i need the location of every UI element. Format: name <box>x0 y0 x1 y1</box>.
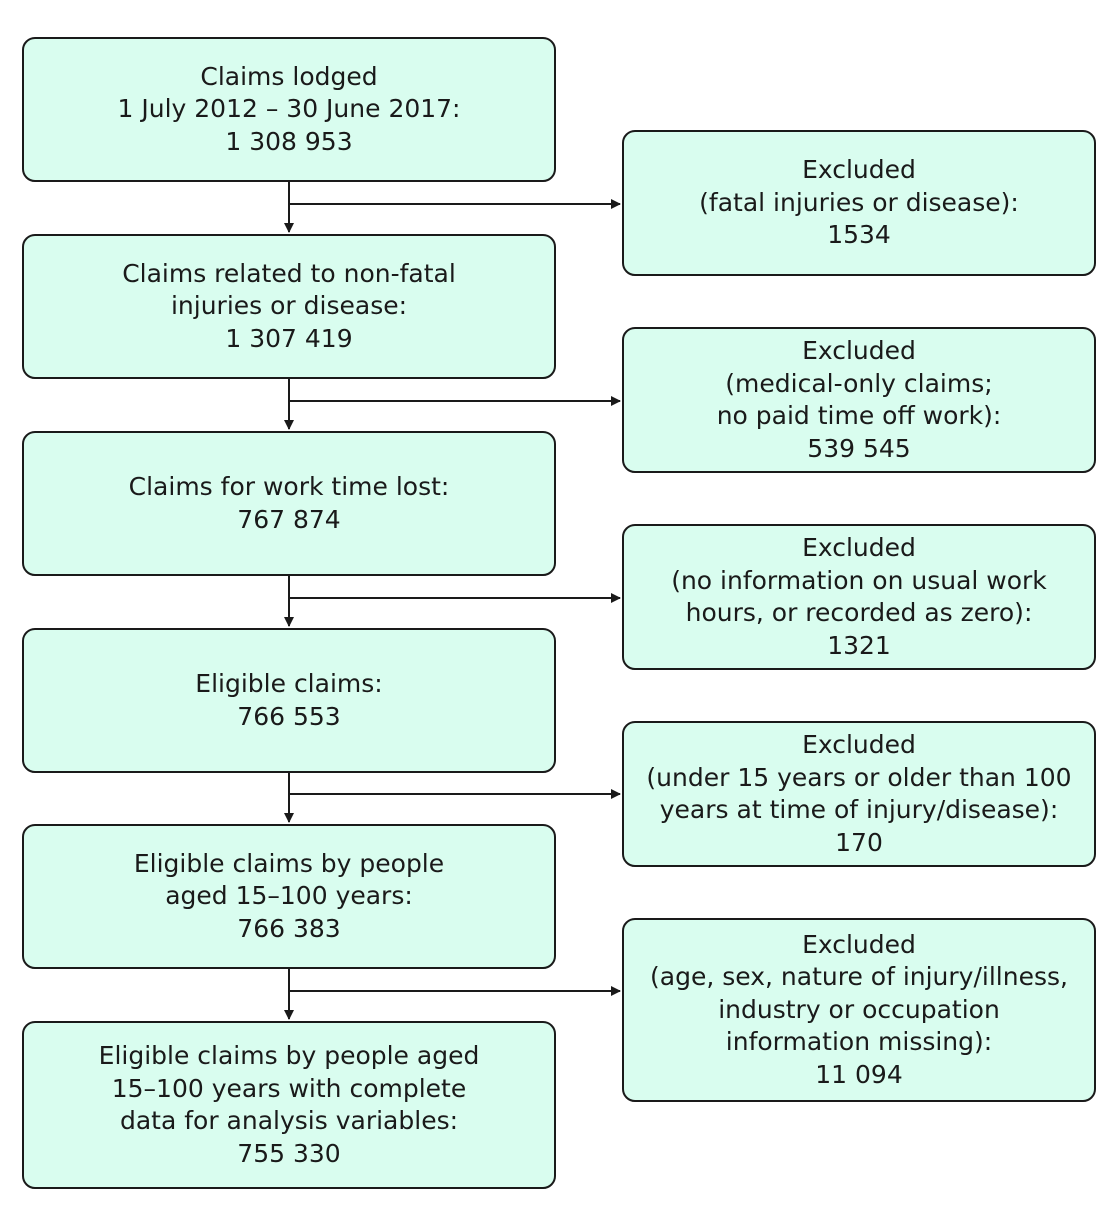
step-text: Eligible claims by people <box>133 848 445 878</box>
step-text: 15–100 years with complete <box>111 1073 467 1103</box>
step-box-work-time-lost: Claims for work time lost: 767 874 <box>22 431 556 576</box>
exclusion-count: 539 545 <box>807 433 911 463</box>
step-text: data for analysis variables: <box>119 1106 459 1135</box>
exclusion-heading: Excluded <box>802 730 916 759</box>
exclusion-heading: Excluded <box>802 336 916 365</box>
step-box-non-fatal: Claims related to non-fatal injuries or … <box>22 234 556 379</box>
step-text: aged 15–100 years: <box>165 881 413 911</box>
exclusion-box-fatal: Excluded (fatal injuries or disease): 15… <box>622 130 1096 276</box>
step-text: Eligible claims: <box>195 669 383 698</box>
step-text: Claims lodged <box>200 61 378 91</box>
exclusion-count: 170 <box>835 827 883 857</box>
exclusion-reason: (under 15 years or older than 100 <box>646 762 1072 792</box>
step-count: 1 307 419 <box>225 323 353 353</box>
step-count: 766 383 <box>237 913 341 943</box>
exclusion-reason: years at time of injury/disease): <box>659 795 1059 824</box>
exclusion-reason: no paid time off work): <box>716 401 1002 430</box>
exclusion-box-work-hours: Excluded (no information on usual work h… <box>622 524 1096 670</box>
exclusion-box-medical-only: Excluded (medical-only claims; no paid t… <box>622 327 1096 473</box>
exclusion-reason: information missing): <box>725 1027 993 1057</box>
exclusion-reason: (fatal injuries or disease): <box>699 187 1019 217</box>
step-text: 1 July 2012 – 30 June 2017: <box>117 94 461 124</box>
step-count: 766 553 <box>237 701 341 731</box>
exclusion-count: 1534 <box>827 220 891 250</box>
step-text: Claims for work time lost: <box>128 472 450 501</box>
step-count: 767 874 <box>237 504 341 534</box>
step-box-claims-lodged: Claims lodged 1 July 2012 – 30 June 2017… <box>22 37 556 182</box>
step-box-aged-15-100: Eligible claims by people aged 15–100 ye… <box>22 824 556 969</box>
step-box-complete-data: Eligible claims by people aged 15–100 ye… <box>22 1021 556 1189</box>
step-text: Claims related to non-fatal <box>122 258 456 288</box>
step-text: injuries or disease: <box>170 291 408 321</box>
step-text: Eligible claims by people aged <box>98 1041 480 1070</box>
exclusion-heading: Excluded <box>802 155 916 185</box>
step-box-eligible-claims: Eligible claims: 766 553 <box>22 628 556 773</box>
exclusion-box-age-range: Excluded (under 15 years or older than 1… <box>622 721 1096 867</box>
exclusion-count: 1321 <box>827 630 891 660</box>
exclusion-reason: (medical-only claims; <box>725 368 993 398</box>
exclusion-count: 11 094 <box>815 1059 903 1089</box>
step-count: 755 330 <box>237 1138 341 1168</box>
exclusion-reason: hours, or recorded as zero): <box>685 598 1033 627</box>
exclusion-reason: (no information on usual work <box>671 565 1047 595</box>
exclusion-heading: Excluded <box>802 929 916 959</box>
exclusion-heading: Excluded <box>802 533 916 562</box>
exclusion-reason: (age, sex, nature of injury/illness, <box>650 962 1068 992</box>
step-count: 1 308 953 <box>225 126 353 156</box>
exclusion-box-missing-info: Excluded (age, sex, nature of injury/ill… <box>622 918 1096 1102</box>
exclusion-reason: industry or occupation <box>718 994 1000 1024</box>
